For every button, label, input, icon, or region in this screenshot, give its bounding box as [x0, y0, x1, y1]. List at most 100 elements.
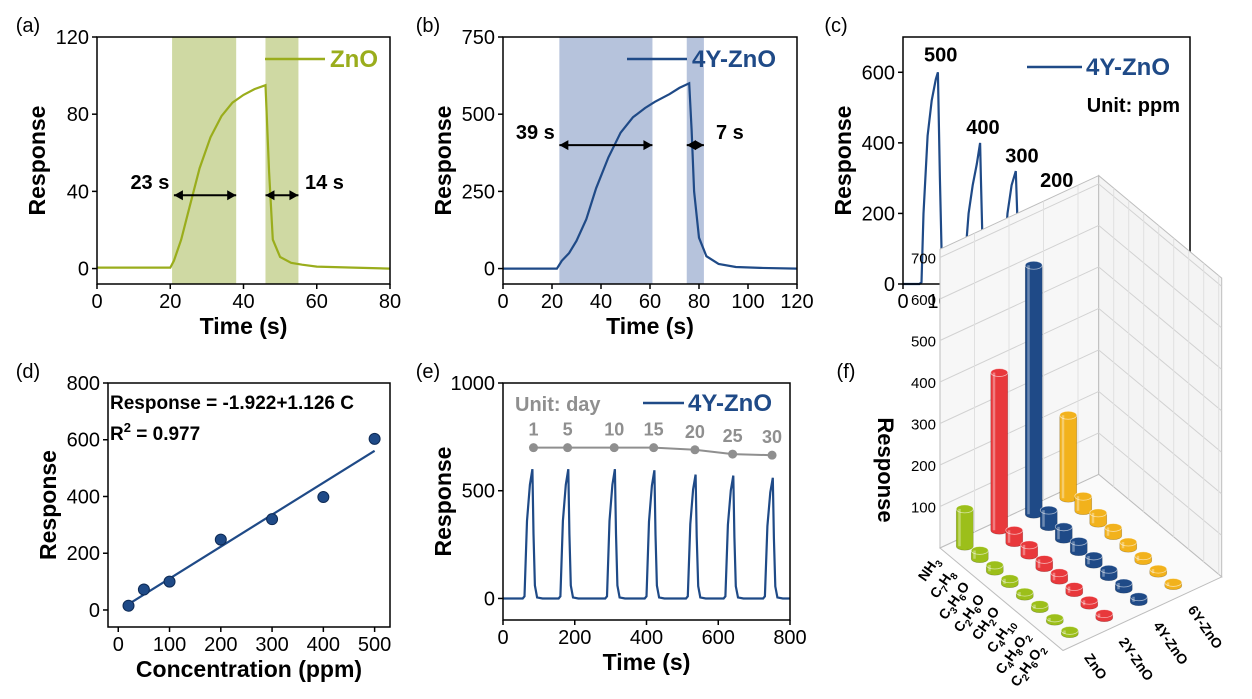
day-label: 30 [762, 427, 782, 447]
bar-highlight [1132, 596, 1135, 602]
bar-highlight [1033, 604, 1036, 609]
y-axis-label: Response [430, 447, 456, 557]
x-tick-label: 60 [306, 291, 328, 313]
bar-highlight [1117, 583, 1120, 590]
bar-top [1134, 551, 1153, 561]
bar-top [1039, 505, 1058, 515]
panel-label: (c) [824, 15, 847, 37]
bar-6Y-ZnO [1059, 410, 1078, 503]
bar-6Y-ZnO [1104, 523, 1123, 541]
time-arrow-head-right [227, 190, 237, 201]
sample-label: 4Y-ZnO [1150, 618, 1191, 667]
x-axis-label: Time (s) [606, 313, 694, 339]
bar-ZnO [1045, 613, 1064, 626]
y-tick-label: 0 [484, 588, 495, 610]
time-arrow-head-right [643, 140, 653, 151]
bar-highlight [1007, 530, 1011, 543]
day-label: 15 [644, 420, 664, 440]
legend-label: 4Y-ZnO [692, 46, 776, 73]
shaded-region [172, 37, 237, 284]
bar-ZnO [955, 504, 974, 551]
data-point [163, 575, 176, 588]
day-label: 10 [604, 420, 624, 440]
y-tick-label: 250 [462, 181, 495, 203]
x-tick-label: 0 [497, 291, 508, 313]
legend-label: 4Y-ZnO [688, 390, 772, 417]
bar-top [970, 546, 989, 555]
data-point [266, 513, 279, 526]
day-marker [528, 443, 538, 453]
bar-top [1099, 564, 1118, 574]
x-tick-label: 0 [497, 627, 508, 649]
bar-top [1005, 525, 1024, 535]
y-axis-label: Response [24, 106, 50, 216]
y-tick-label: 750 [462, 27, 495, 49]
bar-top [1069, 536, 1088, 546]
time-arrow-head-left [559, 140, 569, 151]
x-tick-label: 120 [780, 291, 813, 313]
x-tick-label: 600 [702, 627, 735, 649]
day-marker [767, 450, 777, 460]
data-point [368, 432, 381, 445]
bar-4Y-ZnO [1039, 505, 1058, 532]
y-tick-label: 0 [89, 600, 100, 622]
bar-ZnO [1000, 574, 1019, 589]
y-tick-label: 120 [56, 27, 89, 49]
bar-2Y-ZnO [1095, 609, 1114, 623]
x-tick-label: 400 [630, 627, 663, 649]
bar-4Y-ZnO [1114, 578, 1133, 594]
bar-4Y-ZnO [1054, 522, 1073, 544]
bar-highlight [1003, 578, 1006, 584]
time-arrow-head-right [289, 190, 299, 201]
time-annotation: 14 s [305, 172, 344, 194]
z-tick-label: 600 [911, 292, 936, 309]
shaded-region [265, 37, 299, 284]
x-tick-label: 80 [379, 291, 401, 313]
bar-top [1065, 582, 1084, 591]
bar-highlight [958, 508, 961, 547]
unit-label: Unit: day [515, 394, 601, 416]
bar-highlight [973, 550, 976, 559]
bar-top [1114, 578, 1133, 588]
bar-2Y-ZnO [1050, 568, 1069, 585]
day-marker [563, 443, 573, 453]
x-tick-label: 500 [358, 634, 391, 656]
y-tick-label: 200 [67, 543, 100, 565]
panel-label: (f) [837, 361, 856, 383]
bar-6Y-ZnO [1089, 508, 1108, 528]
bar-highlight [1037, 559, 1041, 568]
x-tick-label: 800 [773, 627, 806, 649]
bar-highlight [1072, 541, 1075, 552]
x-tick-label: 400 [307, 634, 340, 656]
bar-top [1020, 540, 1039, 550]
x-tick-label: 0 [897, 291, 908, 313]
x-tick-label: 300 [255, 634, 288, 656]
day-label: 5 [563, 420, 573, 440]
day-label: 20 [685, 422, 705, 442]
z-gridline [939, 307, 1223, 412]
day-marker [609, 443, 619, 453]
legend-label: ZnO [330, 46, 378, 73]
z-tick-label: 300 [911, 417, 936, 434]
bar-6Y-ZnO [1149, 564, 1168, 578]
bar-4Y-ZnO [1024, 260, 1043, 519]
bar-highlight [1087, 555, 1090, 565]
x-axis-label: Time (s) [603, 649, 691, 675]
time-annotation: 7 s [716, 122, 744, 144]
data-point [122, 599, 135, 612]
day-marker [649, 443, 659, 453]
bar-body [955, 508, 974, 551]
day-marker [728, 449, 738, 459]
bar-top [1030, 600, 1049, 609]
x-tick-label: 40 [232, 291, 254, 313]
bar-top [1074, 491, 1093, 501]
z-tick-label: 700 [911, 251, 936, 268]
z-tick-label: 400 [911, 375, 936, 392]
bar-2Y-ZnO [1065, 582, 1084, 598]
y-tick-label: 1000 [451, 373, 496, 395]
data-point [317, 491, 330, 504]
x-tick-label: 0 [91, 291, 102, 313]
